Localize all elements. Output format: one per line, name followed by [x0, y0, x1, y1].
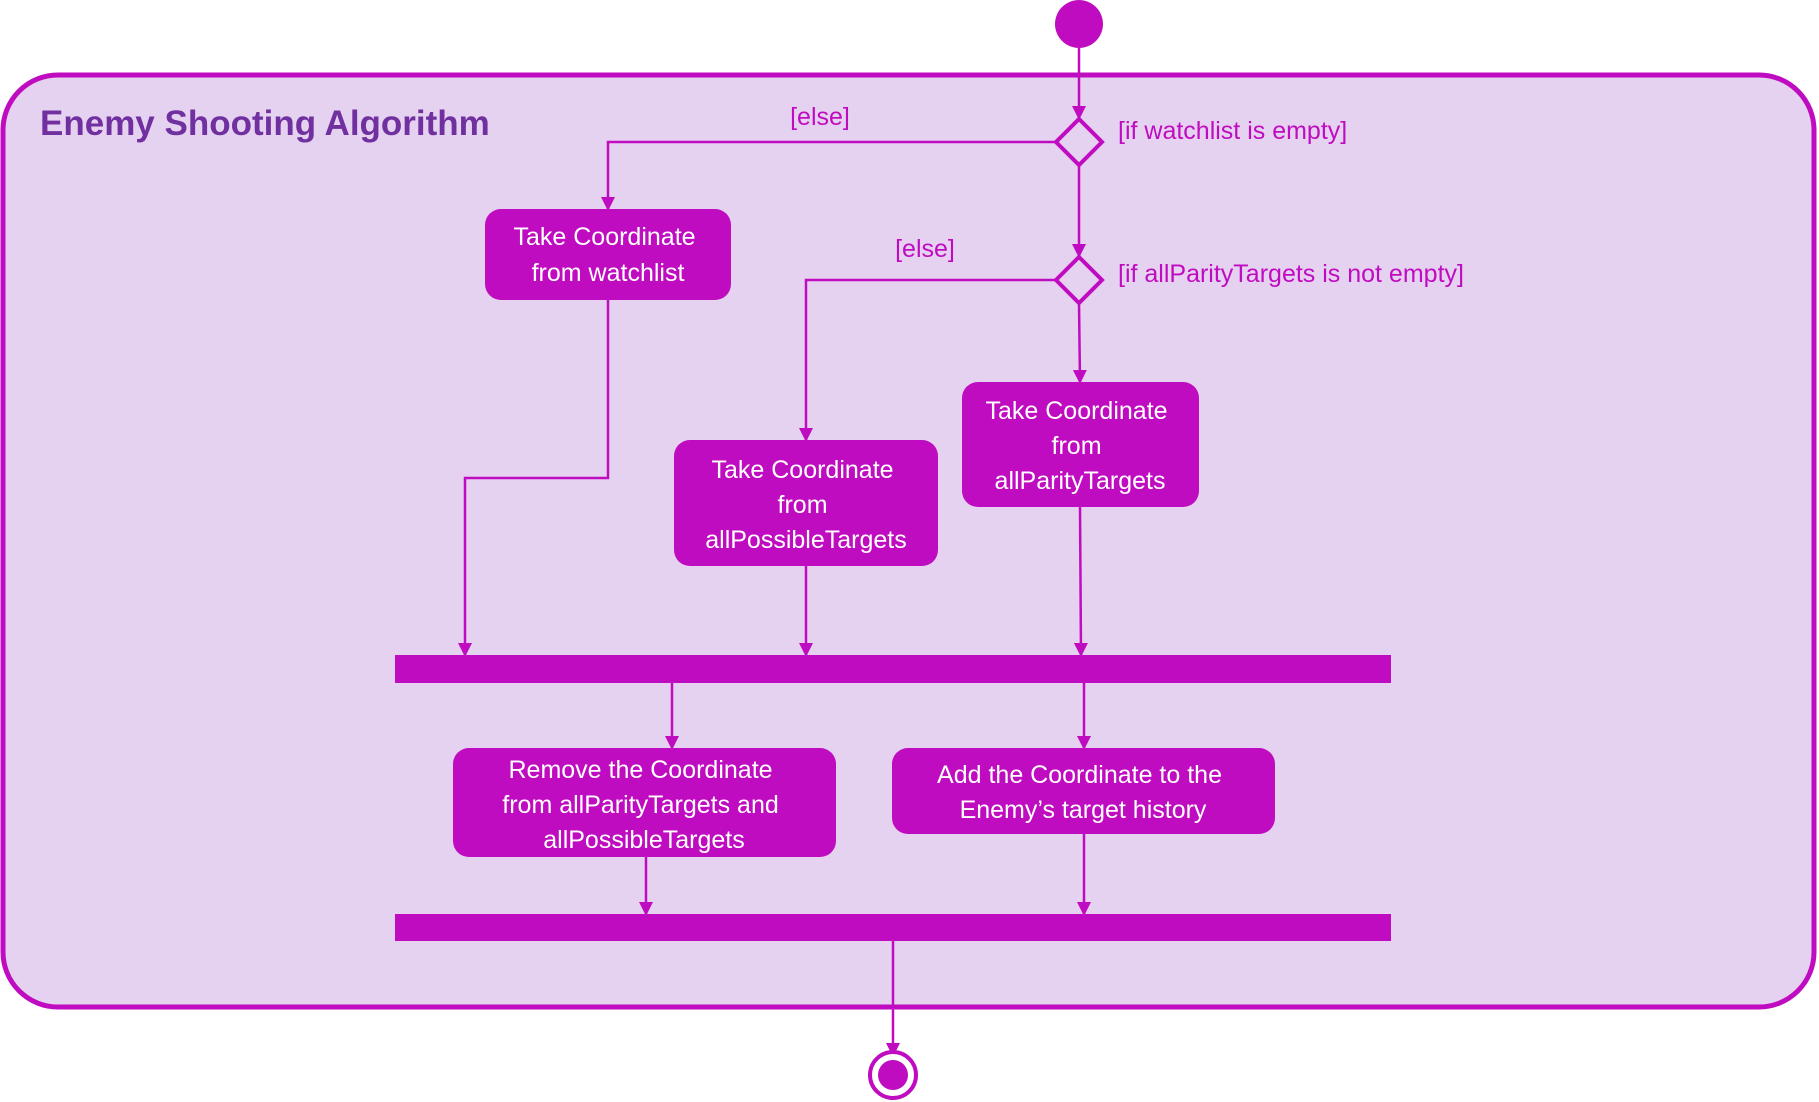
guard-if-watchlist-empty: [if watchlist is empty]: [1118, 117, 1347, 145]
action-take-possible-label: Take Coordinate from allPossibleTargets: [705, 456, 907, 554]
initial-node: [1055, 0, 1103, 48]
guard-if-parity-not-empty: [if allParityTargets is not empty]: [1118, 260, 1464, 288]
action-take-parity-label: Take Coordinate from allParityTargets: [985, 397, 1174, 495]
frame-title: Enemy Shooting Algorithm: [40, 104, 490, 143]
join-bar: [395, 914, 1391, 941]
control-flows: [458, 48, 1091, 1057]
guard-else-2: [else]: [895, 235, 955, 263]
guard-else-1: [else]: [790, 103, 850, 131]
action-take-possible: [674, 440, 938, 566]
action-take-watchlist: [485, 209, 731, 300]
action-take-parity: [962, 382, 1199, 507]
action-add-history: [892, 748, 1275, 834]
final-node: [868, 1050, 918, 1100]
action-remove-coordinate-label: Remove the Coordinate from allParityTarg…: [502, 756, 785, 854]
action-take-watchlist-label: Take Coordinate from watchlist: [513, 223, 702, 287]
action-add-history-label: Add the Coordinate to the Enemy’s target…: [937, 761, 1229, 824]
action-remove-coordinate: [453, 748, 836, 857]
fork-bar: [395, 655, 1391, 683]
